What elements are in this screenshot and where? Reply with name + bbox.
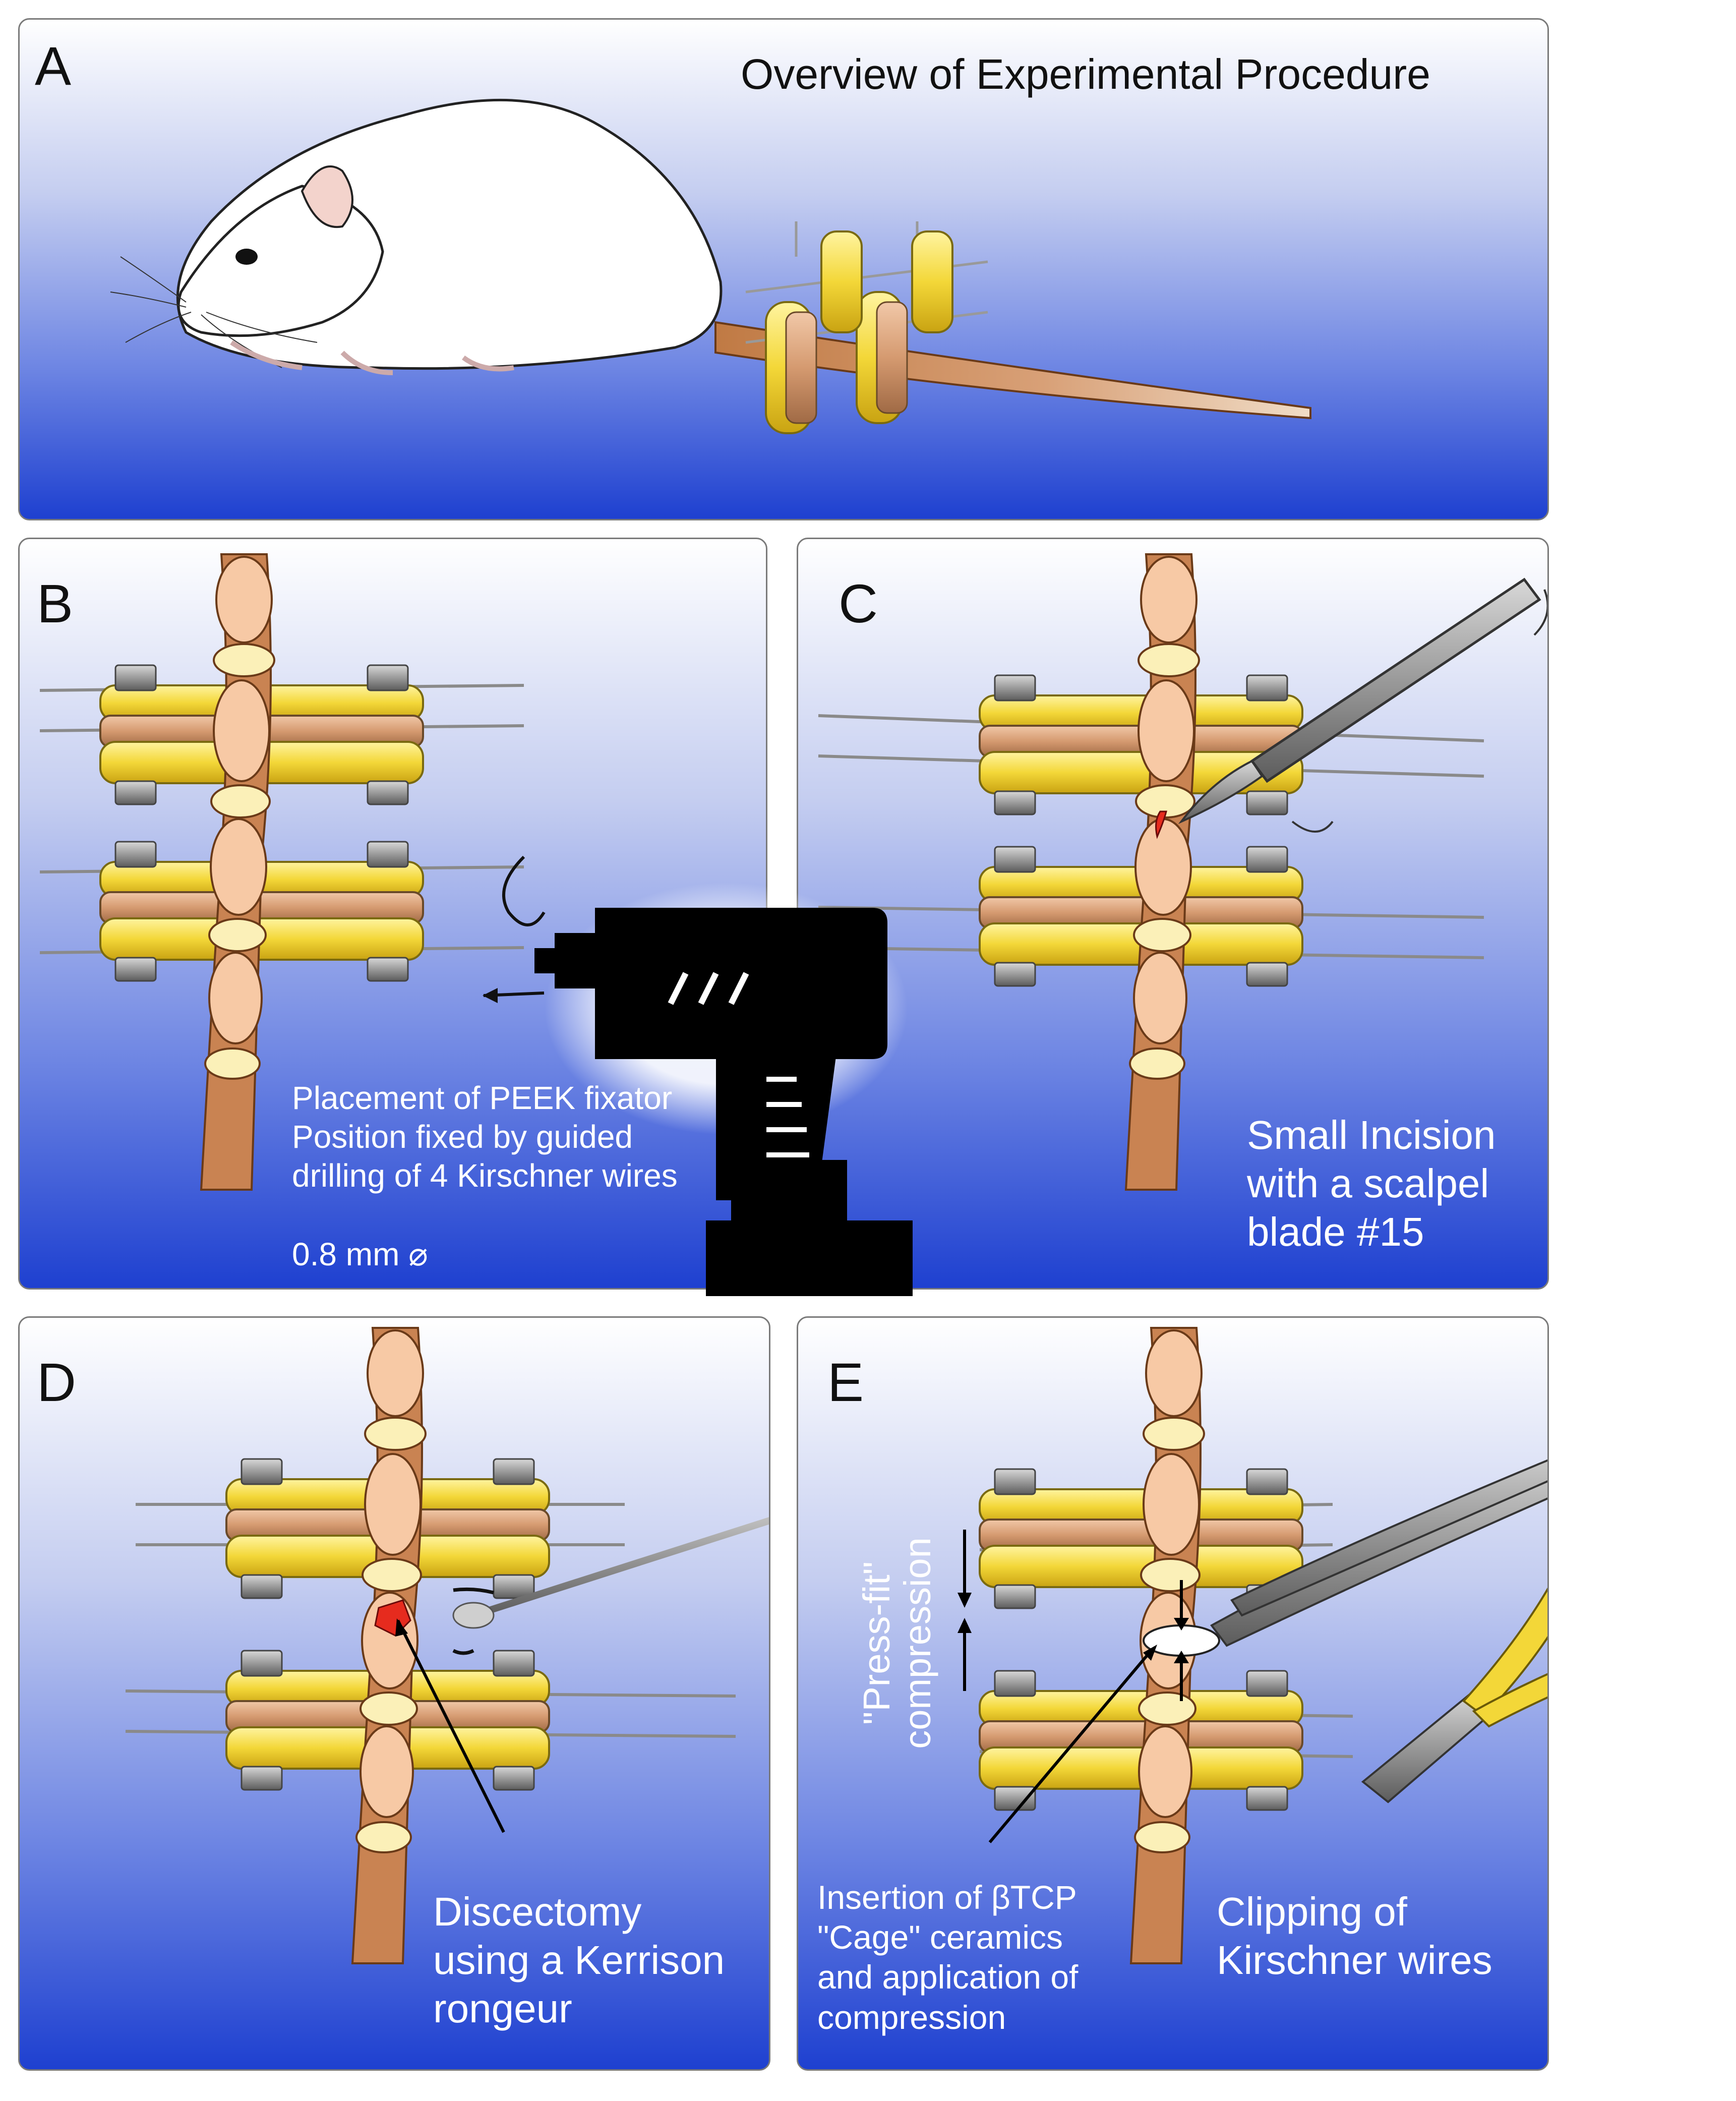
wire-cutter-icon [1361, 1587, 1547, 1803]
rotation-arrow-icon [502, 855, 546, 926]
press-fit-label: "Press-fit" compression [856, 1537, 939, 1749]
panel-letter-c: C [839, 573, 878, 634]
rat-illustration [110, 98, 1311, 434]
panel-title-a: Overview of Experimental Procedure [741, 50, 1430, 98]
panel-a: A Overview of Experimental Procedure [18, 18, 1549, 520]
panel-d: D Discectomy using a Kerrison rongeur [18, 1316, 770, 2071]
tail-fixator [745, 221, 988, 434]
incision-illustration [818, 553, 1547, 1191]
forceps-icon [1210, 1459, 1547, 1647]
panel-letter-d: D [37, 1352, 76, 1413]
fixator-illustration [39, 553, 546, 1191]
panel-letter-e: E [827, 1352, 864, 1413]
panel-letter-b: B [37, 573, 74, 634]
panel-b: B Placement of PEEK fixator Position fix… [18, 538, 767, 1290]
panel-c: C Small Incision with a scalpel blade #1… [797, 538, 1549, 1290]
panel-e: E "Press-fit" compr [797, 1316, 1549, 2071]
caption-d: Discectomy using a Kerrison rongeur [433, 1889, 725, 2031]
scalpel-icon [1178, 577, 1547, 833]
wire-size-label: 0.8 mm ⌀ [292, 1236, 428, 1272]
cage-insertion-illustration [957, 1327, 1547, 1964]
clipping-caption: Clipping of Kirschner wires [1217, 1889, 1492, 1982]
rongeur-icon [452, 1517, 769, 1629]
panel-letter-a: A [35, 35, 72, 96]
discectomy-illustration [125, 1327, 769, 1964]
caption-c: Small Incision with a scalpel blade #15 [1247, 1113, 1496, 1254]
drill-icon [534, 883, 913, 1296]
insertion-caption: Insertion of βTCP "Cage" ceramics and ap… [817, 1879, 1079, 2036]
